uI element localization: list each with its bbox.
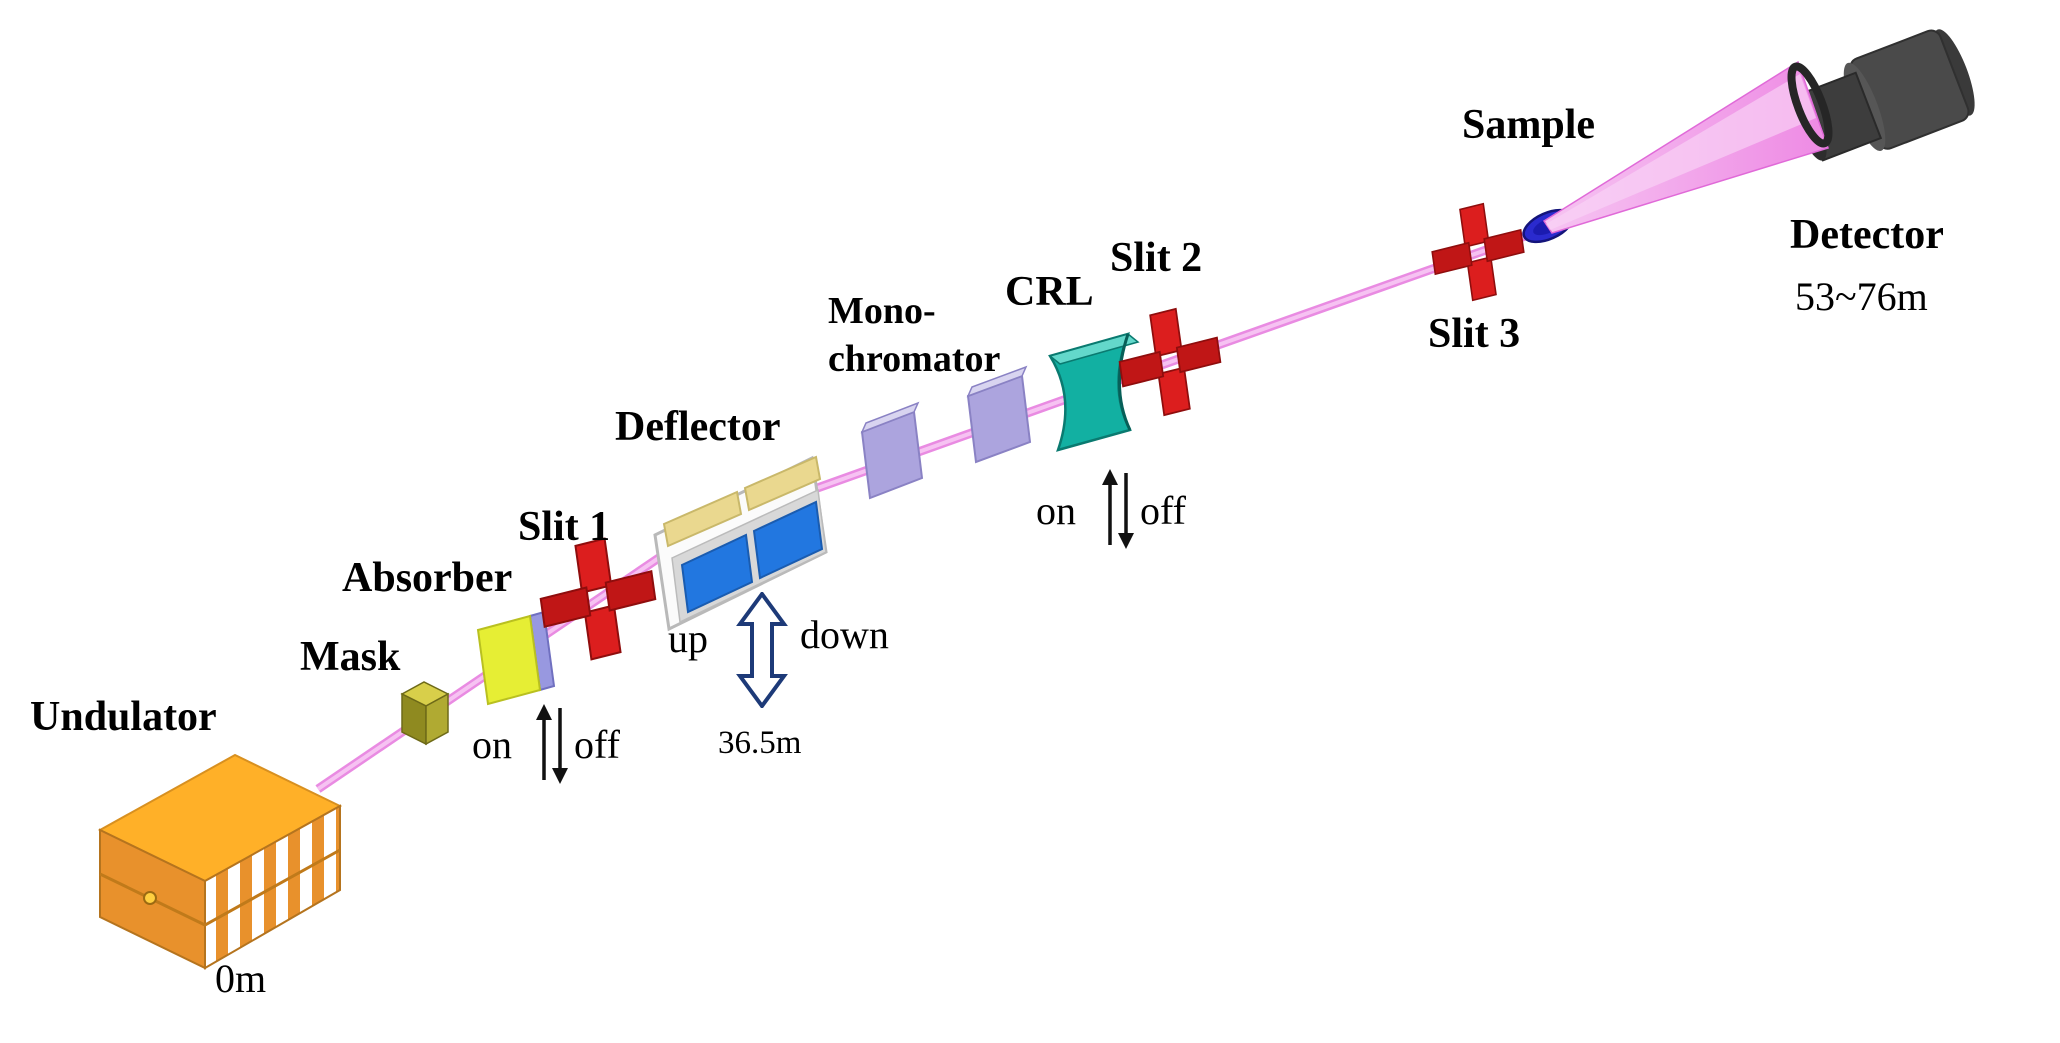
absorber-state-off: off bbox=[574, 722, 620, 767]
deflector-dir-down: down bbox=[800, 612, 889, 657]
slit1-graphic bbox=[539, 537, 657, 661]
mask-graphic bbox=[400, 681, 450, 746]
undulator-graphic bbox=[97, 753, 343, 970]
crl-state-on: on bbox=[1036, 488, 1076, 533]
deflector-distance: 36.5m bbox=[718, 725, 802, 761]
deflector-label: Deflector bbox=[615, 404, 781, 450]
slit2-graphic bbox=[1118, 307, 1222, 417]
slit2-label: Slit 2 bbox=[1110, 235, 1203, 281]
monochromator-graphic bbox=[860, 365, 1032, 500]
absorber-toggle-arrows-icon bbox=[536, 704, 568, 784]
deflector-dir-up: up bbox=[668, 616, 708, 661]
beam-cone bbox=[1542, 60, 1833, 234]
crl-label: CRL bbox=[1005, 269, 1094, 315]
monochromator-label-line1: Mono- bbox=[828, 290, 936, 332]
crl-graphic bbox=[1048, 332, 1140, 452]
slit3-graphic bbox=[1431, 202, 1525, 302]
absorber-label: Absorber bbox=[342, 555, 513, 601]
undulator-distance: 0m bbox=[215, 956, 267, 1001]
detector-distance: 53~76m bbox=[1795, 274, 1928, 319]
monochromator-label-line2: chromator bbox=[828, 338, 1001, 380]
crl-toggle-arrows-icon bbox=[1102, 469, 1134, 549]
deflector-updown-arrow-icon bbox=[736, 592, 788, 708]
sample-label: Sample bbox=[1462, 102, 1596, 148]
slit1-label: Slit 1 bbox=[518, 504, 611, 550]
slit3-label: Slit 3 bbox=[1428, 311, 1521, 357]
detector-label: Detector bbox=[1790, 212, 1944, 258]
undulator-label: Undulator bbox=[30, 694, 217, 740]
absorber-graphic bbox=[476, 610, 556, 706]
crl-state-off: off bbox=[1140, 488, 1186, 533]
deflector-graphic bbox=[653, 455, 828, 632]
mask-label: Mask bbox=[300, 634, 401, 680]
absorber-state-on: on bbox=[472, 722, 512, 767]
